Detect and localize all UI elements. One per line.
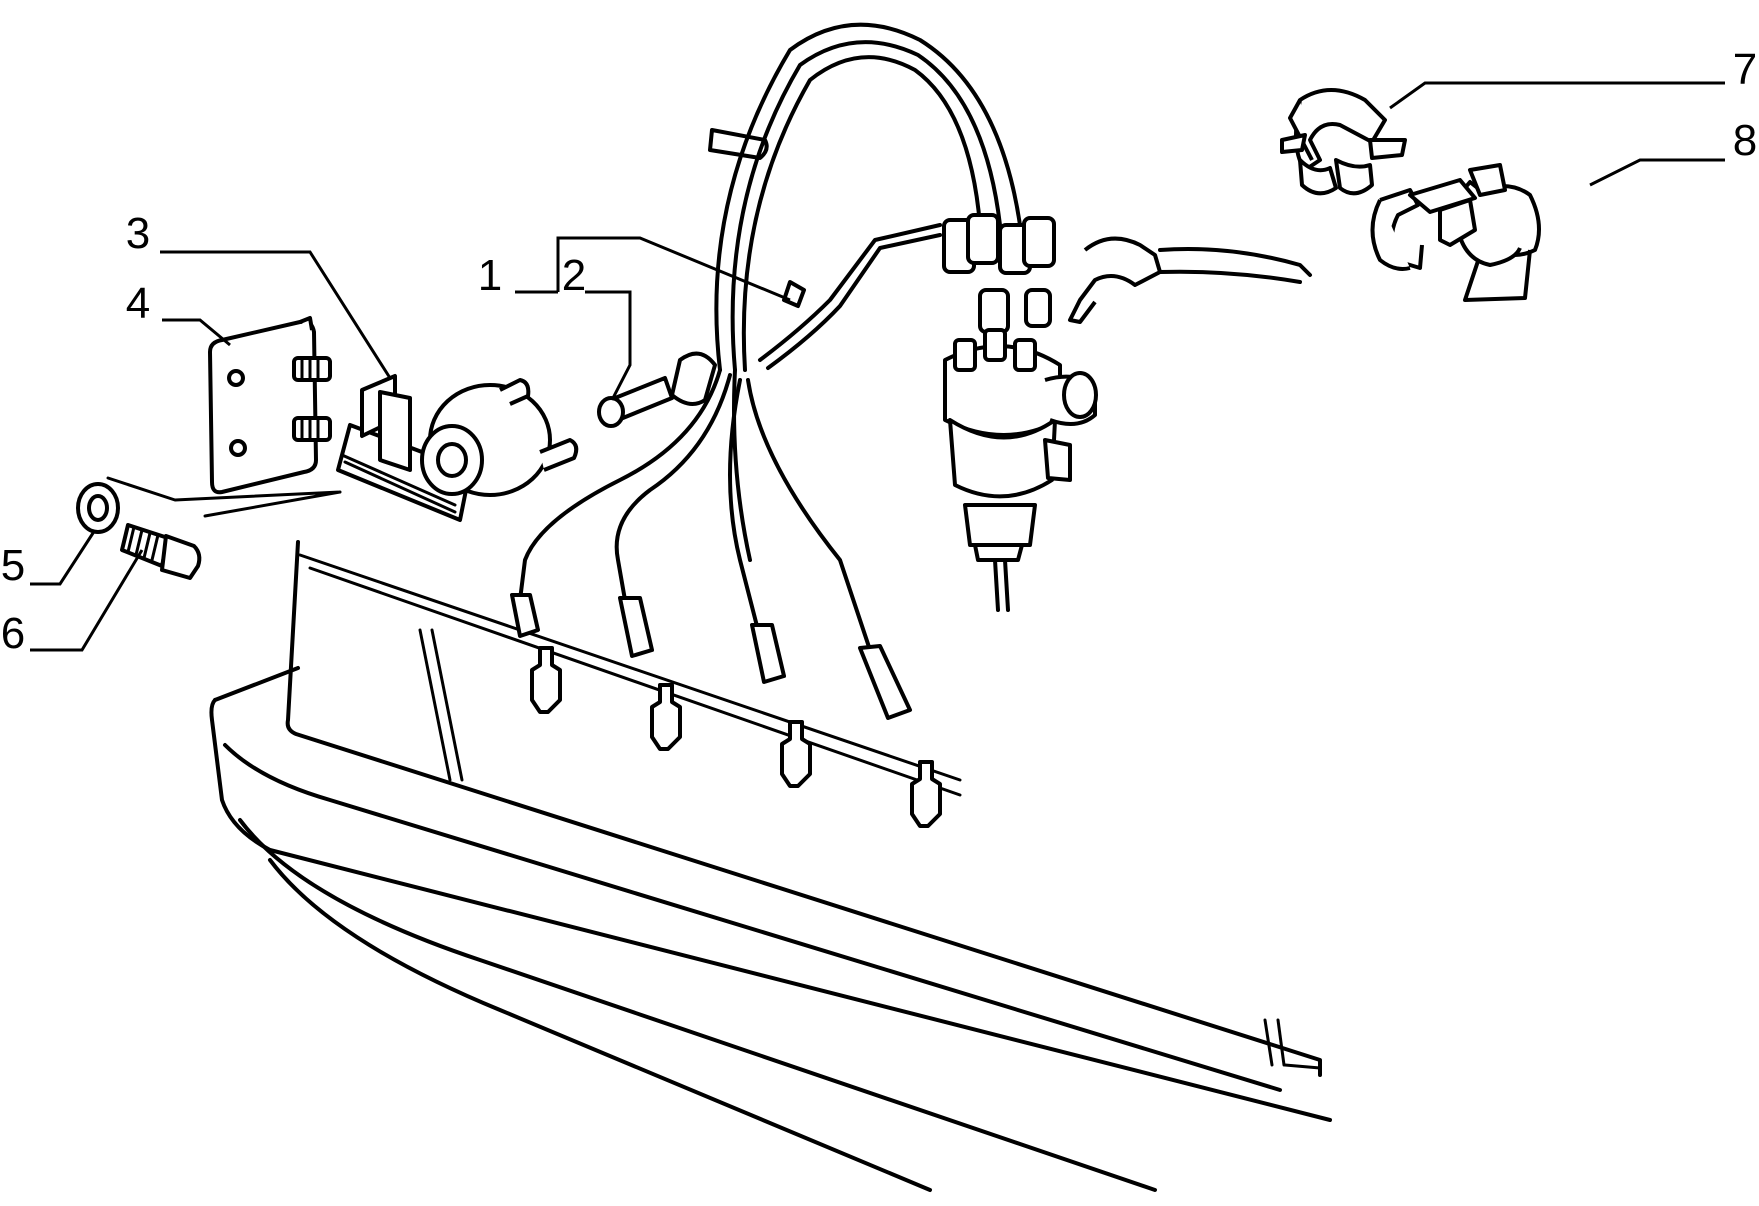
leader-lines [30,81,1725,652]
callout-6: 6 [1,609,25,658]
assembly-line [106,476,342,518]
spark-plug [780,720,812,788]
plug-boot [858,644,912,720]
distributor [943,328,1098,612]
mounting-plate [208,316,332,495]
plug-boot [510,593,540,638]
callout-7: 7 [1733,45,1757,94]
washer [76,482,120,534]
ht-lead-set [518,22,1022,652]
spark-plug [910,760,942,828]
callout-5: 5 [1,541,25,590]
car-front-body-outline [209,540,1332,1192]
cable-clip-double [1370,163,1541,302]
plug-boot [618,596,654,658]
spark-plug [650,683,682,751]
callout-2: 2 [562,251,586,300]
bolt [120,523,202,580]
cable-clip-small [1280,88,1407,196]
coil-lead [1068,236,1312,324]
callout-8: 8 [1733,116,1757,165]
distributor-boots [942,213,1056,334]
callout-4: 4 [126,279,150,328]
plug-boot [750,623,786,684]
callout-1: 1 [478,251,502,300]
ignition-coil-module [336,374,579,522]
spark-plug [530,646,562,714]
stud [292,416,332,442]
stud [292,356,332,382]
callout-3: 3 [126,209,150,258]
